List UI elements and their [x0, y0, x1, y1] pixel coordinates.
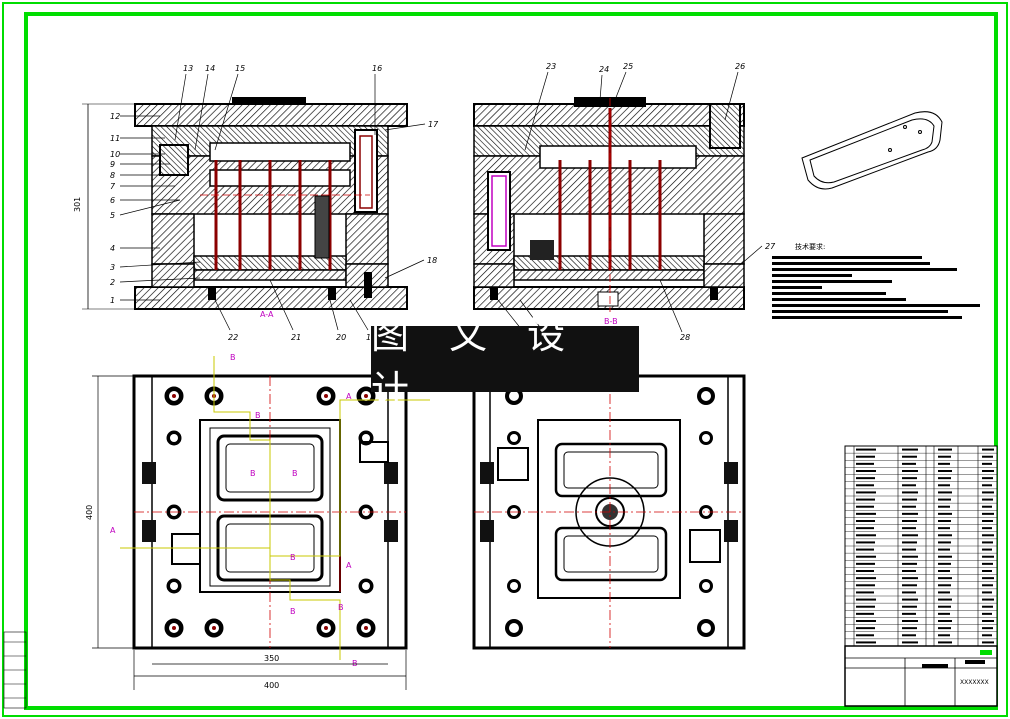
title-block: XXXXXXX: [844, 645, 998, 707]
leader-lines-top: [174, 71, 763, 333]
svg-text:14: 14: [205, 64, 215, 73]
dim-width-inner: 350: [264, 654, 279, 663]
svg-text:5: 5: [110, 211, 115, 220]
svg-text:12: 12: [110, 112, 120, 121]
svg-text:A: A: [110, 526, 116, 535]
svg-text:17: 17: [428, 120, 439, 129]
svg-text:15: 15: [235, 64, 245, 73]
svg-text:B: B: [250, 469, 256, 478]
svg-text:24: 24: [599, 65, 609, 74]
dim-width-outer: 400: [264, 681, 279, 690]
svg-text:27: 27: [765, 242, 776, 251]
plan-view-fixed-half: [472, 374, 746, 650]
svg-text:25: 25: [623, 62, 633, 71]
svg-text:B: B: [292, 469, 298, 478]
svg-text:26: 26: [735, 62, 745, 71]
svg-text:11: 11: [110, 134, 120, 143]
svg-text:301: 301: [73, 197, 82, 212]
section-view-aa: [134, 97, 408, 310]
section-marks: A A A B B B B B B B B: [110, 353, 358, 668]
svg-text:18: 18: [427, 256, 437, 265]
svg-text:21: 21: [291, 333, 301, 342]
bill-of-materials: [844, 445, 998, 647]
svg-text:B: B: [352, 659, 358, 668]
svg-text:7: 7: [110, 182, 116, 191]
product-isometric: [801, 111, 943, 190]
svg-text:20: 20: [336, 333, 346, 342]
svg-text:B: B: [290, 607, 296, 616]
svg-text:B: B: [230, 353, 236, 362]
svg-text:23: 23: [546, 62, 556, 71]
svg-text:10: 10: [110, 150, 120, 159]
dim-height-plan: 400: [85, 505, 94, 520]
svg-text:6: 6: [110, 196, 115, 205]
svg-text:技术要求:: 技术要求:: [795, 242, 825, 251]
svg-text:A: A: [346, 392, 352, 401]
svg-text:8: 8: [110, 171, 115, 180]
dimension-plan-view: [92, 375, 407, 690]
svg-text:3: 3: [110, 263, 115, 272]
svg-text:B: B: [255, 411, 261, 420]
part-numbers-left: 12 11 10 9 8 7 6 5 4 3 2 1: [110, 112, 120, 305]
svg-text:B: B: [338, 603, 344, 612]
svg-text:1: 1: [110, 296, 115, 305]
technical-requirements: 技术要求:: [772, 242, 980, 319]
section-label-aa: A-A: [260, 310, 274, 319]
svg-text:B: B: [290, 553, 296, 562]
svg-text:13: 13: [183, 64, 193, 73]
svg-text:A: A: [346, 561, 352, 570]
section-view-bb: [473, 97, 745, 312]
inner-frame: [24, 12, 998, 710]
svg-text:XXXXXXX: XXXXXXX: [960, 679, 989, 686]
leader-lines-left: [119, 115, 201, 301]
svg-text:28: 28: [680, 333, 690, 342]
section-cut-lines: [120, 356, 430, 660]
watermark-banner: 图 文 设 计: [371, 313, 639, 412]
dimension-height-front: 301: [73, 103, 135, 310]
svg-text:4: 4: [110, 244, 115, 253]
revision-table: [3, 631, 27, 709]
svg-text:2: 2: [110, 278, 115, 287]
svg-text:16: 16: [372, 64, 382, 73]
section-label-bb: B-B: [604, 317, 618, 326]
svg-text:9: 9: [110, 160, 115, 169]
svg-text:22: 22: [228, 333, 238, 342]
